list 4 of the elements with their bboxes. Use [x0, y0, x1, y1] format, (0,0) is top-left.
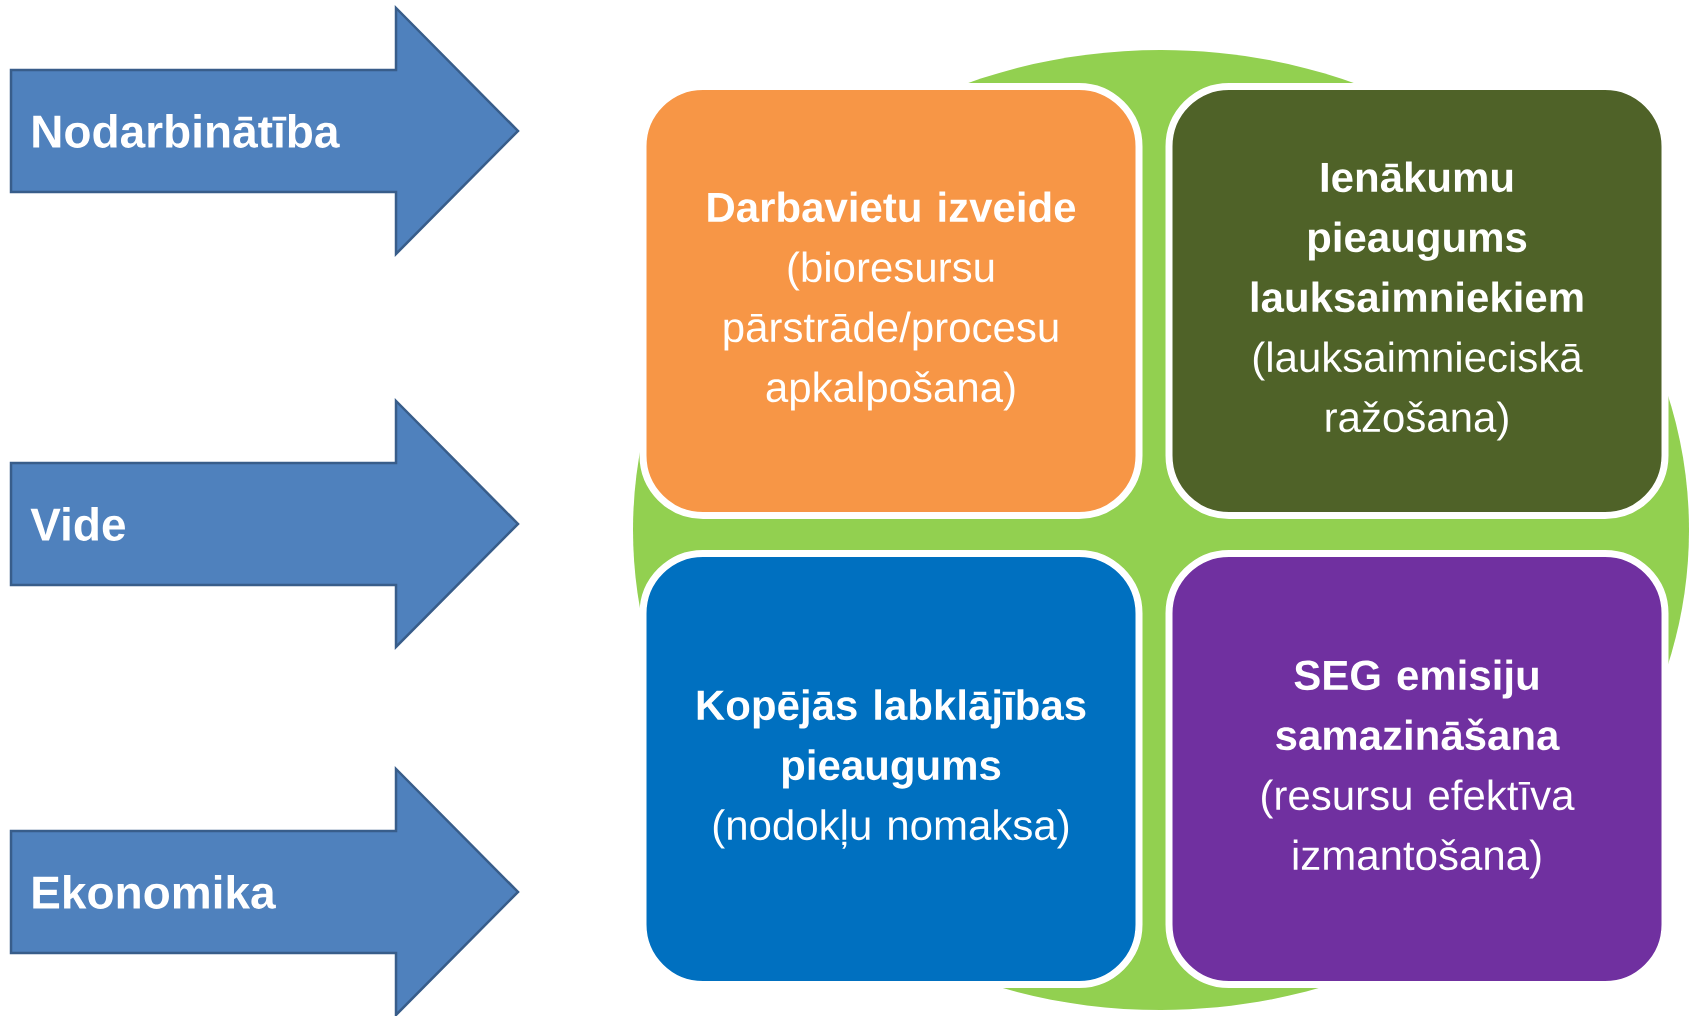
- rounded-box: SEG emisiju samazināšana (resursu efektīva izmantošana): [1165, 550, 1669, 988]
- rounded-box: Ienākumu pieaugums lauksaimniekiem (lauksaimnieciskā ražošana): [1165, 83, 1669, 519]
- rounded-box: Kopējās labklājības pieaugums (nodokļu nomaksa): [639, 550, 1143, 988]
- rounded-box: Darbavietu izveide (bioresursu pārstrāde/procesu apkalpošana): [639, 83, 1143, 519]
